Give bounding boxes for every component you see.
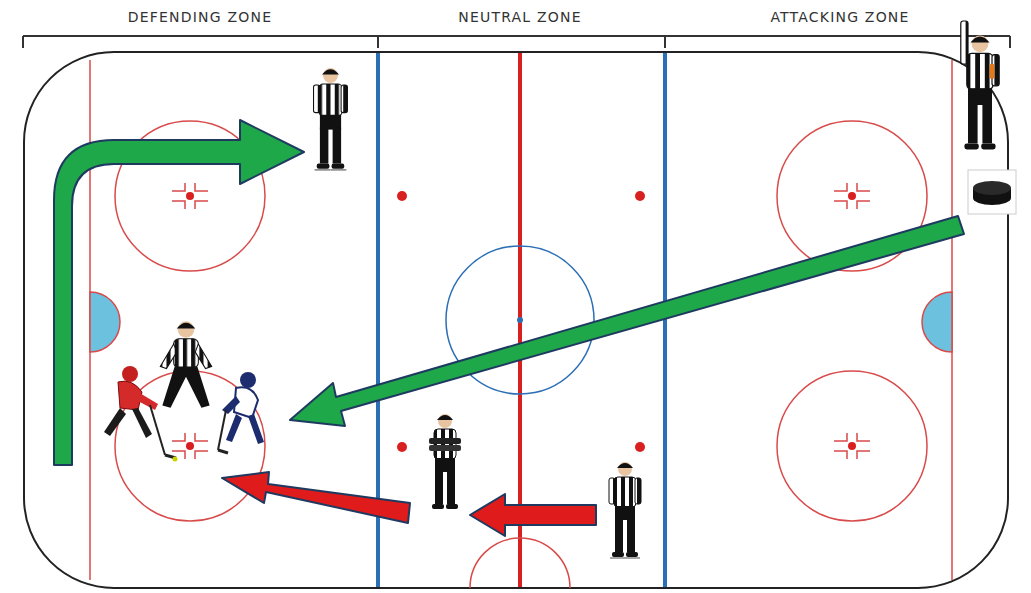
red-arrow — [222, 472, 410, 523]
referee-figure — [961, 21, 999, 149]
zone-bracket — [23, 36, 1010, 48]
red-player — [104, 366, 178, 462]
movement-arrows — [54, 120, 964, 536]
puck — [968, 170, 1016, 214]
zone-label: NEUTRAL ZONE — [455, 9, 584, 25]
referee-figure — [429, 414, 461, 509]
green-pass-arrow — [290, 216, 964, 426]
referee-figure — [609, 462, 641, 558]
green-curved-arrow — [54, 120, 304, 465]
zone-label: DEFENDING ZONE — [125, 9, 275, 25]
red-arrow — [470, 494, 596, 536]
rink-markings — [24, 52, 1008, 588]
referee-figure — [314, 68, 348, 170]
zone-label: ATTACKING ZONE — [767, 9, 912, 25]
referee-figure — [160, 321, 211, 407]
blue-player — [218, 372, 264, 453]
